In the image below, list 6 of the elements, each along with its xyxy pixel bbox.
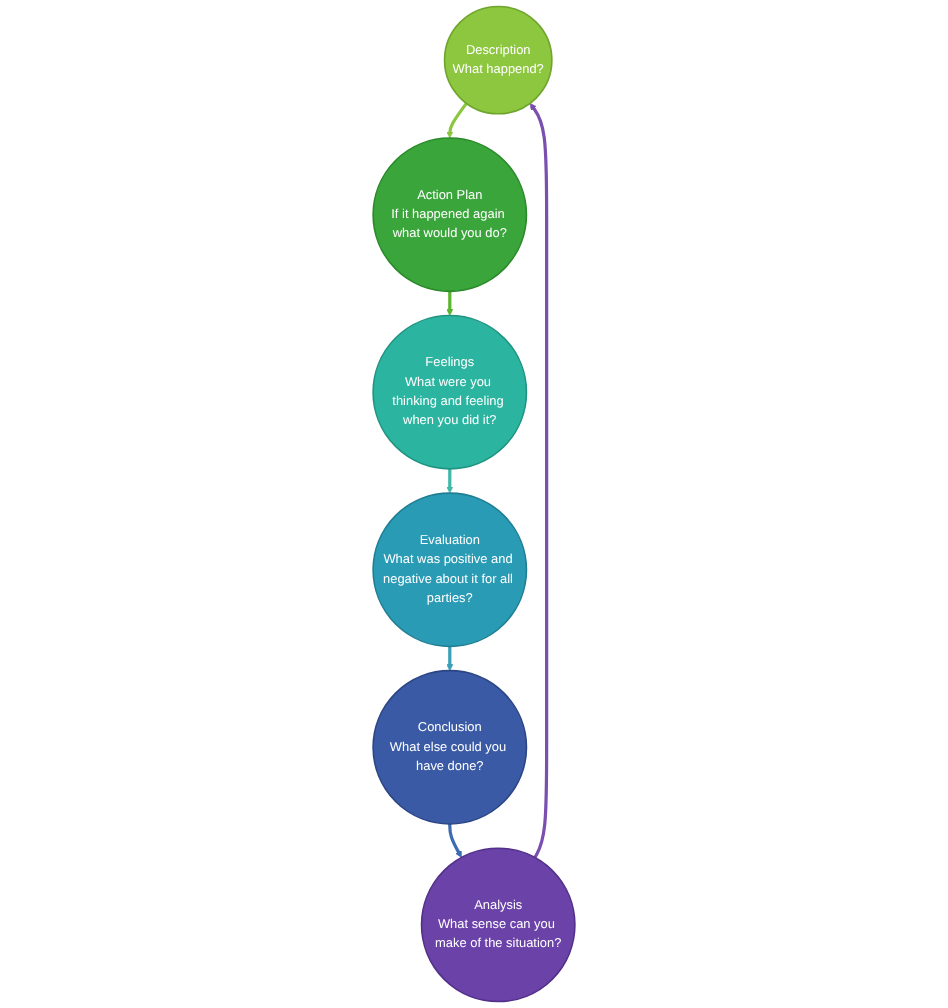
arrow [446, 646, 454, 671]
arrow [446, 468, 454, 494]
arrow [446, 291, 454, 316]
arrow [448, 824, 462, 858]
arrow [446, 102, 468, 139]
arrow [529, 103, 549, 859]
